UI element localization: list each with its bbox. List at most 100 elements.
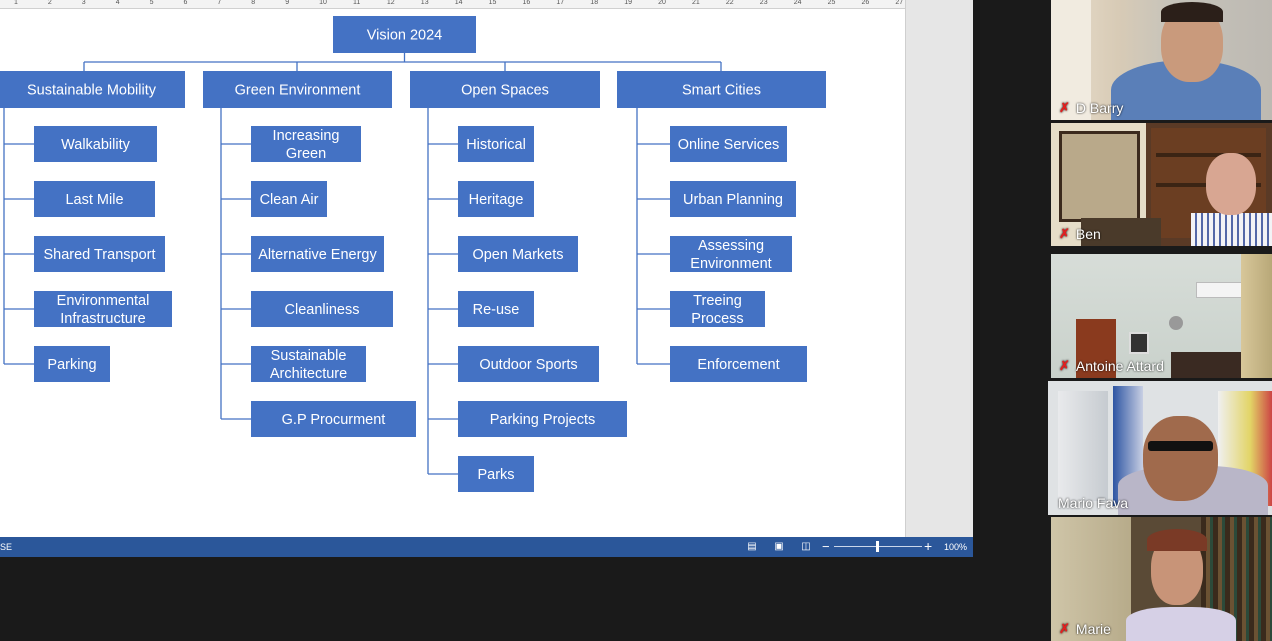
subcategory-box: G.P Procurment bbox=[251, 401, 416, 437]
subcategory-box-label: Last Mile bbox=[65, 192, 123, 208]
status-text: SE bbox=[0, 542, 13, 552]
video-feed bbox=[1048, 381, 1272, 515]
ruler-number: 24 bbox=[793, 0, 802, 6]
subcategory-box-label: Cleanliness bbox=[285, 302, 360, 318]
subcategory-box: Last Mile bbox=[34, 181, 155, 217]
subcategory-box-label: Outdoor Sports bbox=[479, 357, 577, 373]
participant-tile[interactable]: ✗ D Barry bbox=[1051, 0, 1272, 120]
subcategory-box-label: Alternative Energy bbox=[258, 247, 377, 263]
ruler-number: 23 bbox=[759, 0, 768, 6]
ruler-number: 3 bbox=[81, 0, 86, 6]
muted-mic-icon: ✗ bbox=[1059, 100, 1070, 115]
participant-name: Antoine Attard bbox=[1075, 358, 1164, 374]
category-box-label: Smart Cities bbox=[682, 83, 761, 99]
ruler-number: 21 bbox=[692, 0, 700, 6]
subcategory-box-label: Heritage bbox=[469, 192, 524, 208]
video-feed bbox=[1051, 517, 1272, 641]
ruler-number: 17 bbox=[556, 0, 565, 6]
subcategory-box-label: Re-use bbox=[473, 302, 520, 318]
ruler-number: 6 bbox=[183, 0, 188, 6]
zoom-slider-thumb[interactable] bbox=[876, 541, 879, 552]
ruler-number: 11 bbox=[353, 0, 361, 6]
subcategory-box-label: Walkability bbox=[61, 137, 131, 153]
ruler-number: 18 bbox=[590, 0, 599, 6]
video-feed bbox=[1051, 0, 1272, 120]
participant-name: D Barry bbox=[1075, 100, 1124, 116]
subcategory-box-label: Parking bbox=[47, 357, 96, 373]
subcategory-box-label: Enforcement bbox=[697, 357, 779, 373]
subcategory-box: Parks bbox=[458, 456, 534, 492]
subcategory-box-label: Online Services bbox=[678, 137, 780, 153]
subcategory-box: Historical bbox=[458, 126, 534, 162]
category-box: Smart Cities bbox=[617, 71, 826, 108]
participant-name: Marie bbox=[1075, 621, 1111, 637]
participant-name: Mario Fava bbox=[1058, 495, 1129, 511]
muted-mic-icon: ✗ bbox=[1059, 358, 1070, 373]
category-box: Open Spaces bbox=[410, 71, 600, 108]
print-layout-icon[interactable]: ▣ bbox=[774, 541, 784, 552]
subcategory-box-label: Urban Planning bbox=[683, 192, 783, 208]
zoom-out-button[interactable]: − bbox=[822, 539, 830, 554]
word-status-bar: SE ▤ ▣ ◫ − + 100% bbox=[0, 537, 973, 557]
org-root-box: Vision 2024 bbox=[333, 16, 476, 53]
category-box-label: Green Environment bbox=[235, 83, 361, 99]
subcategory-box: Enforcement bbox=[670, 346, 807, 382]
participant-tile[interactable]: ✗Ben bbox=[1051, 123, 1272, 246]
ruler-number: 2 bbox=[47, 0, 52, 6]
web-layout-icon[interactable]: ◫ bbox=[801, 541, 811, 552]
read-mode-icon[interactable]: ▤ bbox=[747, 541, 757, 552]
ruler-number: 4 bbox=[115, 0, 120, 6]
ruler-number: 8 bbox=[251, 0, 256, 6]
zoom-level[interactable]: 100% bbox=[944, 542, 968, 552]
subcategory-box: Re-use bbox=[458, 291, 534, 327]
subcategory-box: Open Markets bbox=[458, 236, 578, 272]
ruler-number: 13 bbox=[420, 0, 429, 6]
document-margin-area bbox=[905, 0, 973, 537]
ruler-number: 16 bbox=[522, 0, 531, 6]
participant-tile[interactable]: ✗ Marie bbox=[1051, 517, 1272, 641]
subcategory-box: Parking Projects bbox=[458, 401, 627, 437]
subcategory-box: Cleanliness bbox=[251, 291, 393, 327]
ruler-number: 5 bbox=[149, 0, 154, 6]
ruler-number: 1 bbox=[14, 0, 18, 6]
ruler-number: 14 bbox=[454, 0, 463, 6]
participant-tile-active-speaker[interactable]: Mario Fava bbox=[1048, 381, 1272, 515]
ruler-number: 20 bbox=[658, 0, 666, 6]
subcategory-box: Walkability bbox=[34, 126, 157, 162]
ruler-number: 19 bbox=[624, 0, 632, 6]
muted-mic-icon: ✗ bbox=[1059, 621, 1070, 636]
category-box: Sustainable Mobility bbox=[0, 71, 185, 108]
ruler-number: 22 bbox=[725, 0, 734, 6]
category-box: Green Environment bbox=[203, 71, 392, 108]
org-root-box-label: Vision 2024 bbox=[367, 28, 443, 44]
ruler-number: 7 bbox=[217, 0, 222, 6]
participant-name: Ben bbox=[1075, 226, 1101, 242]
subcategory-box: Heritage bbox=[458, 181, 534, 217]
participant-tile[interactable]: ✗ Antoine Attard bbox=[1051, 254, 1272, 378]
ruler-number: 12 bbox=[386, 0, 395, 6]
subcategory-box-label: Shared Transport bbox=[43, 247, 155, 263]
ruler-number: 15 bbox=[488, 0, 497, 6]
ruler-number: 27 bbox=[895, 0, 904, 6]
subcategory-box: Online Services bbox=[670, 126, 787, 162]
subcategory-box: Parking bbox=[34, 346, 110, 382]
ruler-number: 9 bbox=[285, 0, 290, 6]
zoom-in-button[interactable]: + bbox=[924, 538, 933, 554]
subcategory-box: Urban Planning bbox=[670, 181, 796, 217]
subcategory-box: Outdoor Sports bbox=[458, 346, 599, 382]
ruler-number: 26 bbox=[861, 0, 870, 6]
subcategory-box-label: G.P Procurment bbox=[282, 412, 386, 428]
subcategory-box: Clean Air bbox=[251, 181, 327, 217]
subcategory-box-label: Parks bbox=[477, 467, 514, 483]
